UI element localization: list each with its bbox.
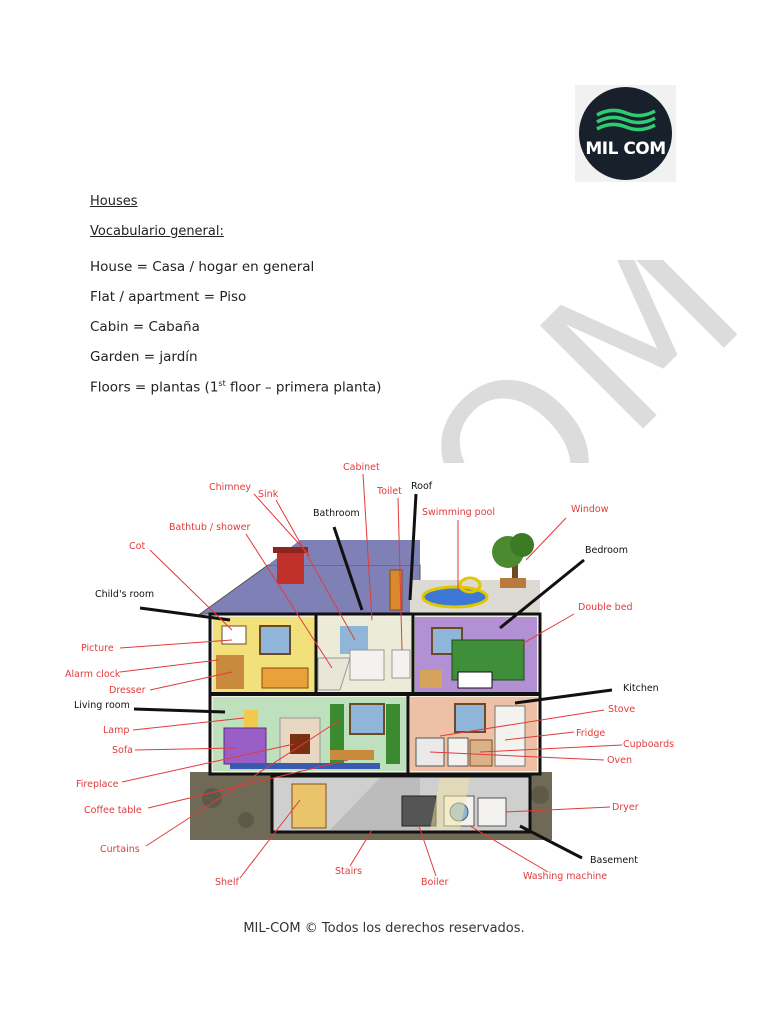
- label-fridge: Fridge: [576, 728, 605, 739]
- floors-text-end: floor – primera planta): [225, 379, 382, 396]
- label-swimming-pool: Swimming pool: [422, 507, 495, 518]
- label-toilet: Toilet: [376, 486, 402, 497]
- label-childs-room: Child's room: [95, 589, 154, 600]
- watermark-area: OM: [300, 260, 768, 463]
- label-cot: Cot: [129, 541, 145, 552]
- label-coffee-table: Coffee table: [84, 805, 142, 816]
- logo-text: MIL COM: [585, 139, 666, 159]
- milcom-logo: MIL COM: [575, 85, 676, 182]
- label-oven: Oven: [607, 755, 632, 766]
- diagram-room-labels: Roof Bathroom Bedroom Child's room Kitch…: [74, 481, 659, 866]
- diagram-labels: Cabinet Chimney Sink Toilet Swimming poo…: [65, 462, 674, 888]
- label-alarm-clock: Alarm clock: [65, 669, 121, 680]
- label-sofa: Sofa: [112, 745, 133, 756]
- label-living-room: Living room: [74, 700, 130, 711]
- diagram-illustration: [190, 533, 552, 840]
- label-dresser: Dresser: [109, 685, 146, 696]
- page-subtitle: Vocabulario general:: [90, 224, 224, 239]
- page-title: Houses: [90, 194, 138, 209]
- watermark-text: OM: [380, 260, 768, 463]
- label-boiler: Boiler: [421, 877, 448, 888]
- copyright-footer: MIL-COM © Todos los derechos reservados.: [243, 921, 525, 936]
- logo-circle: MIL COM: [579, 87, 672, 180]
- label-stove: Stove: [608, 704, 635, 715]
- flag-waves-icon: [596, 108, 656, 132]
- label-picture: Picture: [81, 643, 114, 654]
- label-lamp: Lamp: [103, 725, 129, 736]
- pointer-lines-black: [133, 493, 613, 860]
- label-washing-machine: Washing machine: [523, 871, 607, 882]
- label-basement: Basement: [590, 855, 638, 866]
- label-cupboards: Cupboards: [623, 739, 674, 750]
- label-shelf: Shelf: [215, 877, 240, 888]
- label-chimney: Chimney: [209, 482, 251, 493]
- vocab-line: Cabin = Cabaña: [90, 319, 200, 335]
- label-kitchen: Kitchen: [623, 683, 659, 694]
- floors-text: Floors = plantas (1: [90, 379, 219, 396]
- label-double-bed: Double bed: [578, 602, 633, 613]
- label-curtains: Curtains: [100, 844, 140, 855]
- vocab-line: Flat / apartment = Piso: [90, 289, 247, 305]
- vocab-line: Garden = jardín: [90, 349, 198, 365]
- label-window: Window: [571, 504, 609, 515]
- vocab-line-floors: Floors = plantas (1st floor – primera pl…: [90, 379, 381, 396]
- house-diagram: Cabinet Chimney Sink Toilet Swimming poo…: [65, 462, 674, 888]
- label-bathroom: Bathroom: [313, 508, 360, 519]
- label-roof: Roof: [411, 481, 433, 492]
- pointer-lines-red: [119, 473, 623, 879]
- label-bathtub: Bathtub / shower: [169, 522, 250, 533]
- label-cabinet: Cabinet: [343, 462, 380, 473]
- label-fireplace: Fireplace: [76, 779, 119, 790]
- label-stairs: Stairs: [335, 866, 362, 877]
- label-dryer: Dryer: [612, 802, 639, 813]
- floors-sup: st: [218, 379, 226, 388]
- vocab-line: House = Casa / hogar en general: [90, 259, 315, 275]
- label-bedroom: Bedroom: [585, 545, 628, 556]
- label-sink: Sink: [258, 489, 279, 500]
